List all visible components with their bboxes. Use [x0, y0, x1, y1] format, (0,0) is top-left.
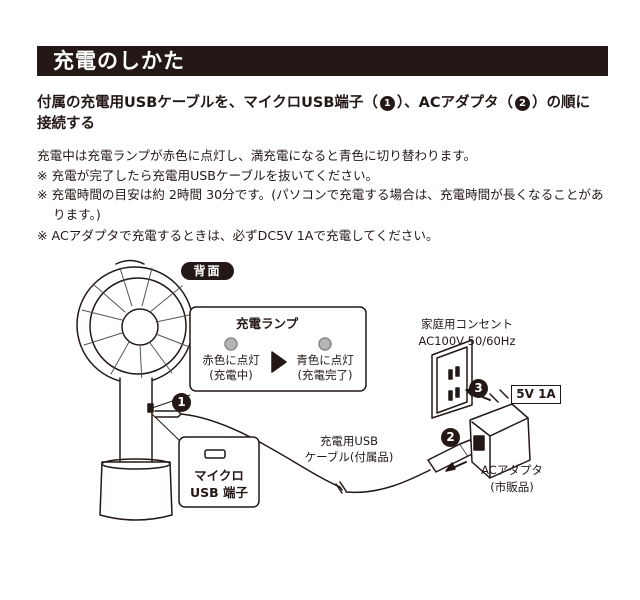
lamp-blue-state: (充電完了)	[297, 368, 353, 382]
lamp-red-state: (充電中)	[209, 368, 253, 382]
wall-outlet	[431, 339, 473, 419]
lead-text-2: ）、ACアダプタ（	[396, 95, 514, 111]
cable-label-2: ケーブル(付属品)	[304, 450, 394, 464]
charging-stand	[99, 458, 173, 521]
step-1-marker: 1	[172, 393, 191, 412]
section-title: 充電のしかた	[53, 49, 185, 73]
notes-block: 充電中は充電ランプが赤色に点灯し、満充電になると青色に切り替わります。 ※ 充電…	[37, 146, 612, 246]
section-title-bar: 充電のしかた	[37, 46, 608, 76]
back-label: 背面	[181, 262, 234, 280]
lead-instruction: 付属の充電用USBケーブルを、マイクロUSB端子（1）、ACアダプタ（2）の順に…	[37, 93, 617, 135]
lead-text-3: ）の順に	[532, 95, 591, 111]
outlet-label-1: 家庭用コンセント	[421, 317, 513, 331]
step-1-badge: 1	[379, 96, 395, 111]
step-2-badge: 2	[515, 96, 531, 111]
micro-usb-label-2: USB 端子	[189, 485, 249, 500]
lamp-red-label: 赤色に点灯	[202, 353, 260, 367]
ac-adapter	[469, 389, 531, 479]
fan-head	[76, 259, 195, 384]
fan-handle	[119, 377, 154, 469]
lamp-blue-label: 青色に点灯	[296, 353, 354, 367]
note-unplug: ※ 充電が完了したら充電用USBケーブルを抜いてください。	[37, 167, 379, 183]
lamp-callout	[151, 306, 367, 409]
note-ac-adapter: ※ ACアダプタで充電するときは、必ずDC5V 1Aで充電してください。	[37, 228, 439, 243]
lead-text-4: 接続する	[37, 116, 95, 132]
lamp-title: 充電ランプ	[236, 316, 299, 331]
usb-cable	[180, 413, 343, 491]
step-3-marker: 3	[469, 379, 488, 398]
outlet-label-2: AC100V 50/60Hz	[418, 334, 516, 348]
note-charging-lamp: 充電中は充電ランプが赤色に点灯し、満充電になると青色に切り替わります。	[37, 148, 477, 163]
lead-text-1: 付属の充電用USBケーブルを、マイクロUSB端子（	[37, 95, 378, 111]
adapter-label-2: (市販品)	[490, 480, 534, 494]
adapter-spec-badge: 5V 1A	[511, 385, 561, 404]
step-2-marker: 2	[441, 428, 460, 447]
cable-label-1: 充電用USB	[319, 434, 379, 448]
note-charge-time: ※ 充電時間の目安は約 2時間 30分です。(パソコンで充電する場合は、充電時間…	[37, 187, 604, 222]
micro-usb-callout	[151, 413, 260, 508]
micro-usb-plug	[154, 410, 182, 418]
micro-usb-label-1: マイクロ	[194, 468, 244, 483]
adapter-label-1: ACアダプタ	[481, 463, 543, 477]
